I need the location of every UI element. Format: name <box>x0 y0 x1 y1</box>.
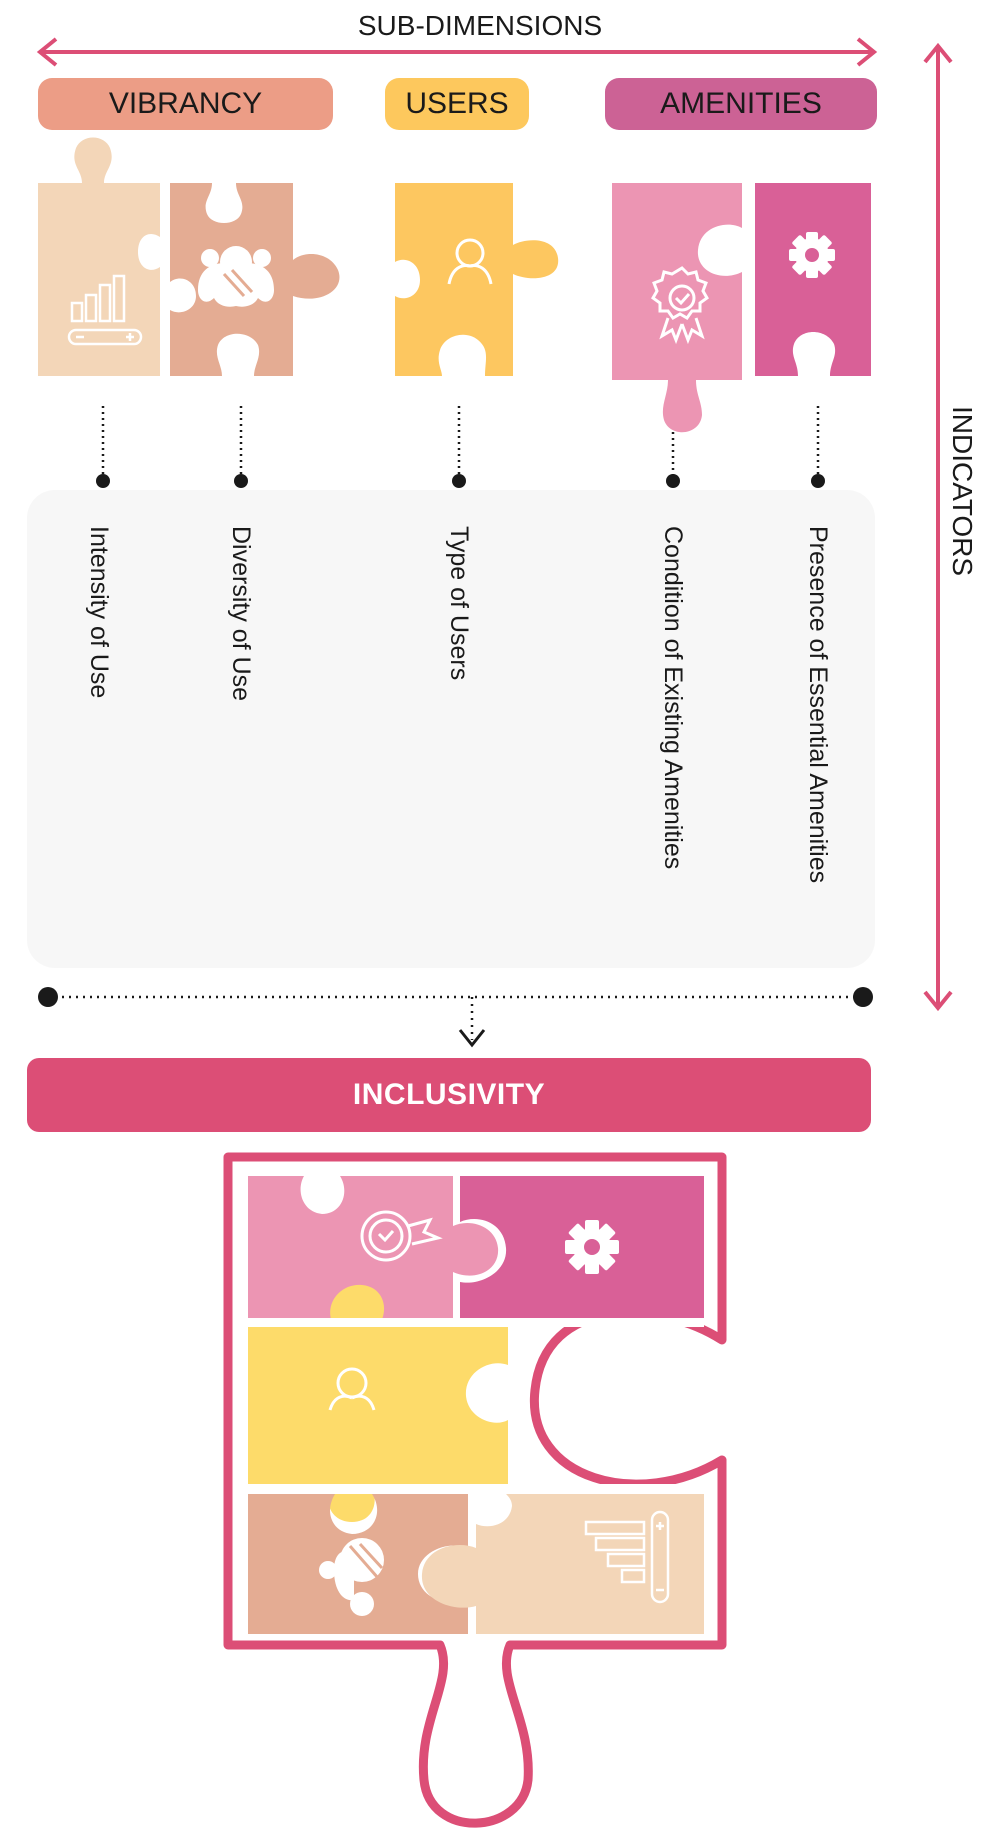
puzzle-piece-type-users <box>395 183 559 376</box>
user-icon-assembled <box>328 1367 376 1411</box>
puzzle-piece-presence <box>755 183 871 376</box>
sub-dimension-vibrancy: VIBRANCY <box>38 78 333 130</box>
aggregation-connector <box>38 987 873 1048</box>
sub-dimensions-heading: SUB-DIMENSIONS <box>357 10 603 41</box>
sub-dimension-users: USERS <box>385 78 529 130</box>
indicator-connector-dots <box>96 474 825 488</box>
user-icon <box>447 238 493 285</box>
indicator-presence-of-essential-amenities: Presence of Essential Amenities <box>804 526 832 884</box>
assembled-puzzle <box>223 1152 727 1828</box>
indicators-panel <box>27 490 875 968</box>
indicator-diversity-of-use: Diversity of Use <box>227 526 255 702</box>
bar-chart-icon <box>67 274 143 346</box>
indicator-intensity-of-use: Intensity of Use <box>85 526 113 699</box>
indicator-condition-of-existing-amenities: Condition of Existing Amenities <box>659 526 687 870</box>
award-badge-icon <box>651 266 709 345</box>
inclusivity-result-bar: INCLUSIVITY <box>27 1058 871 1132</box>
puzzle-piece-diversity <box>170 183 340 376</box>
gear-icon <box>789 232 835 278</box>
indicator-type-of-users: Type of Users <box>445 526 473 681</box>
sub-dimensions-arrow <box>36 37 878 67</box>
indicators-heading: INDICATORS <box>947 406 978 577</box>
people-group-icon <box>198 246 274 307</box>
sub-dimension-amenities: AMENITIES <box>605 78 877 130</box>
gear-icon-assembled <box>565 1220 619 1274</box>
puzzle-piece-intensity <box>38 137 160 376</box>
indicators-arrow <box>923 42 953 1012</box>
indicator-connectors <box>101 406 820 476</box>
award-badge-icon-assembled <box>360 1210 443 1262</box>
bar-chart-icon-assembled <box>584 1510 670 1604</box>
people-group-icon-assembled <box>319 1538 384 1616</box>
puzzle-piece-condition <box>612 183 742 433</box>
